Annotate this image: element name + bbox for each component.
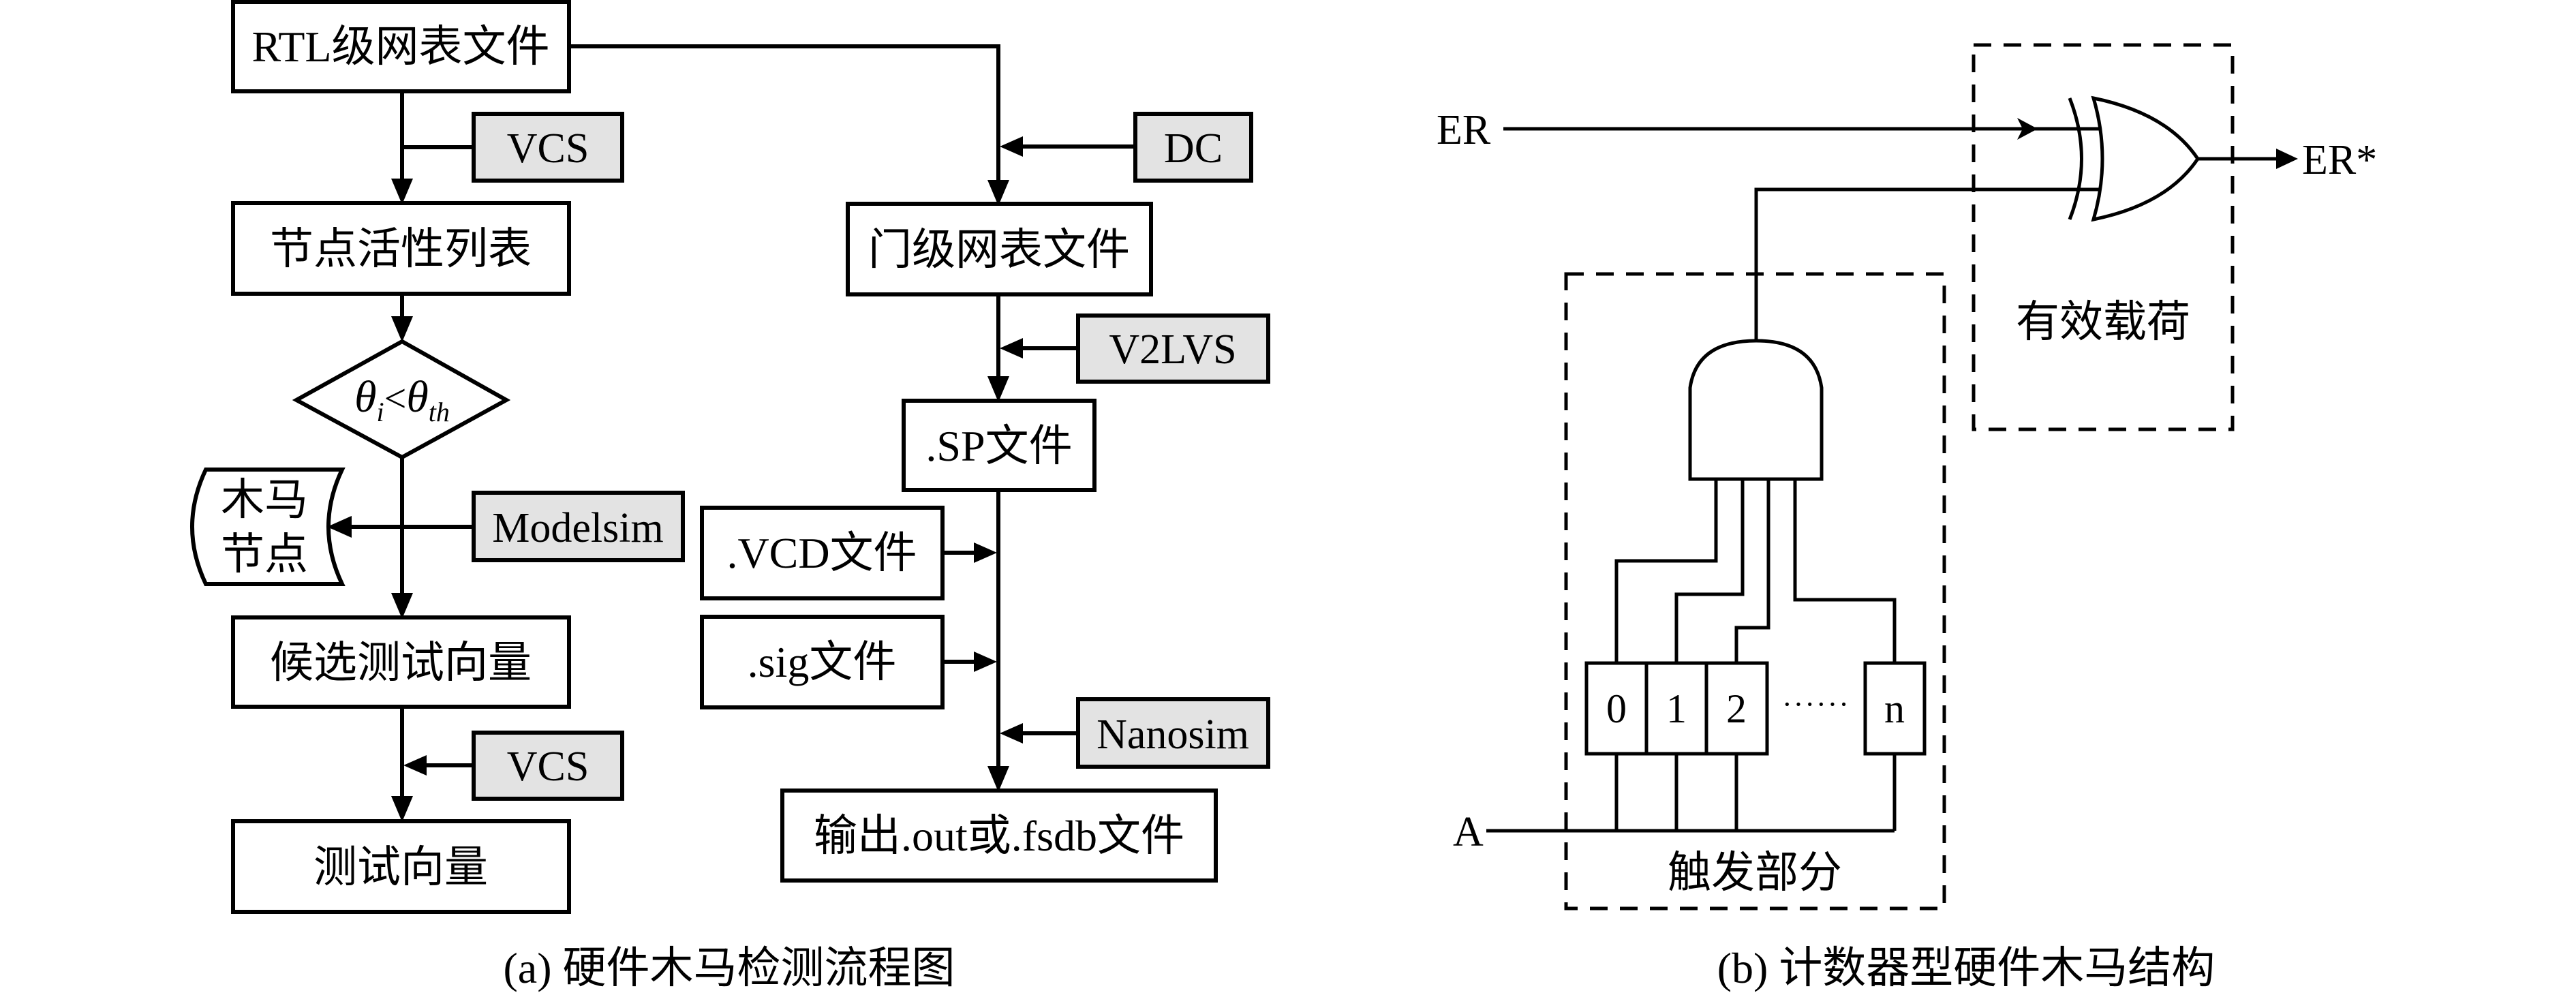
- counter-cell-n: n: [1863, 661, 1927, 756]
- counter-cell-n-label: n: [1884, 686, 1905, 731]
- counter-cell-1: 1: [1644, 661, 1708, 756]
- arrowhead-left: [1000, 136, 1023, 157]
- arrowhead-left: [1000, 723, 1023, 744]
- xor-gate: [2068, 95, 2201, 222]
- node-test-vectors-label: 测试向量: [313, 843, 488, 891]
- node-rtl-netlist: RTL级网表文件: [231, 0, 571, 93]
- tool-nanosim-label: Nanosim: [1097, 711, 1249, 758]
- data-trojan-nodes: 木马 节点: [190, 468, 346, 586]
- wire-and-to-xor: [1754, 187, 2100, 341]
- counter-cell-1-label: 1: [1666, 686, 1687, 731]
- tool-vcs-1-label: VCS: [507, 125, 589, 172]
- arrowhead-down: [391, 593, 413, 619]
- arrowhead-down: [391, 179, 413, 204]
- counter-ellipsis: ······: [1782, 688, 1850, 721]
- node-sp-file-label: .SP文件: [925, 422, 1072, 470]
- node-test-vectors: 测试向量: [231, 819, 571, 914]
- arrowhead-down: [391, 316, 413, 342]
- tool-vcs-1: VCS: [472, 112, 624, 183]
- tool-vcs-2: VCS: [472, 731, 624, 801]
- node-output-file-label: 输出.out或.fsdb文件: [814, 812, 1184, 860]
- arrowhead-down: [391, 796, 413, 822]
- payload-region: [1972, 43, 2235, 431]
- arrowhead-left: [1000, 338, 1023, 358]
- decision-threshold: θi<θth: [292, 339, 511, 460]
- node-activity-list: 节点活性列表: [231, 201, 571, 296]
- counter-cell-0: 0: [1584, 661, 1649, 756]
- arrowhead-left: [403, 755, 427, 776]
- node-vcd-file: .VCD文件: [700, 506, 945, 600]
- counter-cell-0-label: 0: [1606, 686, 1627, 731]
- wire-bit-1: [1674, 479, 1745, 663]
- node-candidate-vectors: 候选测试向量: [231, 615, 571, 709]
- connector-rtl-to-dc-branch: [569, 44, 1000, 185]
- signal-er-out-label: ER*: [2302, 137, 2377, 183]
- tool-vcs-2-label: VCS: [507, 744, 589, 790]
- arrowhead-down: [987, 180, 1009, 206]
- tool-modelsim-label: Modelsim: [492, 505, 663, 551]
- tool-dc-label: DC: [1164, 125, 1223, 172]
- figure-a-caption: (a) 硬件木马检测流程图: [503, 944, 955, 992]
- tool-modelsim: Modelsim: [472, 491, 685, 562]
- node-activity-list-label: 节点活性列表: [270, 225, 532, 273]
- arrowhead-down: [987, 766, 1009, 792]
- signal-a-label: A: [1453, 809, 1484, 855]
- trojan-nodes-line2: 节点: [221, 530, 308, 579]
- counter-cell-2: 2: [1704, 661, 1769, 756]
- trigger-region-label: 触发部分: [1668, 848, 1842, 897]
- figure-b-caption: (b) 计数器型硬件木马结构: [1717, 944, 2215, 992]
- arrowhead-right: [974, 542, 997, 563]
- node-rtl-netlist-label: RTL级网表文件: [251, 22, 549, 71]
- arrowhead-right: [2276, 149, 2298, 169]
- arrowhead-right: [2017, 118, 2038, 140]
- node-gate-netlist-label: 门级网表文件: [868, 226, 1130, 274]
- trojan-nodes-line1: 木马: [221, 476, 308, 524]
- node-vcd-file-label: .VCD文件: [726, 529, 917, 577]
- arrowhead-down: [987, 376, 1009, 402]
- wire-bit-0: [1614, 479, 1718, 663]
- figure-b-circuit: 有效载荷 触发部分 ER ER* 0 1: [1437, 43, 2377, 992]
- arrowhead-left: [327, 516, 352, 538]
- node-output-file: 输出.out或.fsdb文件: [780, 789, 1218, 883]
- node-sp-file: .SP文件: [902, 399, 1097, 492]
- tool-dc: DC: [1133, 112, 1253, 183]
- tool-nanosim: Nanosim: [1076, 697, 1270, 769]
- tool-v2lvs: V2LVS: [1076, 313, 1270, 384]
- arrowhead-right: [974, 652, 997, 672]
- wire-bit-n: [1793, 479, 1897, 663]
- tool-v2lvs-label: V2LVS: [1109, 326, 1236, 373]
- signal-er-label: ER: [1437, 107, 1491, 153]
- counter-cell-2-label: 2: [1726, 686, 1747, 731]
- figure-a-flowchart: RTL级网表文件 VCS 节点活性列表 θi<θth 木马 节点 Modelsi…: [190, 0, 1270, 992]
- wire-bit-2: [1734, 479, 1770, 663]
- decision-threshold-label: θi<θth: [354, 372, 450, 427]
- node-gate-netlist: 门级网表文件: [846, 202, 1153, 296]
- node-sig-file-label: .sig文件: [748, 638, 897, 686]
- node-sig-file: .sig文件: [700, 615, 945, 709]
- node-candidate-vectors-label: 候选测试向量: [270, 639, 532, 687]
- payload-region-label: 有效载荷: [2016, 298, 2190, 346]
- and-gate: [1688, 339, 1824, 481]
